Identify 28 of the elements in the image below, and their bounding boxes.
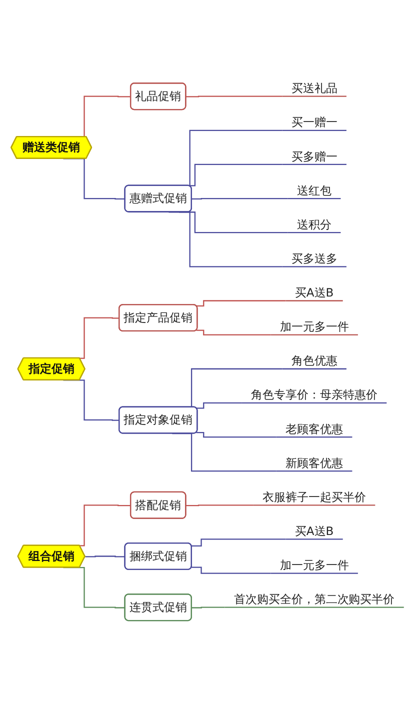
node-text: 买一赠一 [291,115,338,129]
node-text: 首次购买全价，第二次购买半价 [234,592,395,606]
node-text: 加一元多一件 [280,558,349,572]
node-text: 角色专享价：母亲特惠价 [251,388,378,402]
connector [196,402,242,408]
connector [186,95,282,97]
connector [192,538,286,546]
node-text: 买多送多 [291,251,338,266]
node-text: 买多赠一 [291,149,338,163]
node-text: 送红包 [297,183,332,198]
connector [192,566,271,574]
connector [85,555,126,557]
connector [196,329,271,336]
node-text: 衣服裤子一起买半价 [262,490,366,504]
connector [186,504,254,506]
node-text: 老顾客优惠 [286,422,344,436]
connector [63,566,126,608]
node-text: 买A送B [294,285,334,300]
node-text: 角色优惠 [291,354,338,368]
connector [192,198,288,200]
connector [192,606,225,608]
node-text: 买A送B [294,524,334,538]
connector [196,300,286,306]
node-text: 送积分 [297,217,332,232]
connector [196,432,276,438]
node-text: 新顾客优惠 [286,456,344,470]
node-text: 加一元多一件 [280,320,349,334]
node-text: 买送礼品 [291,81,338,95]
